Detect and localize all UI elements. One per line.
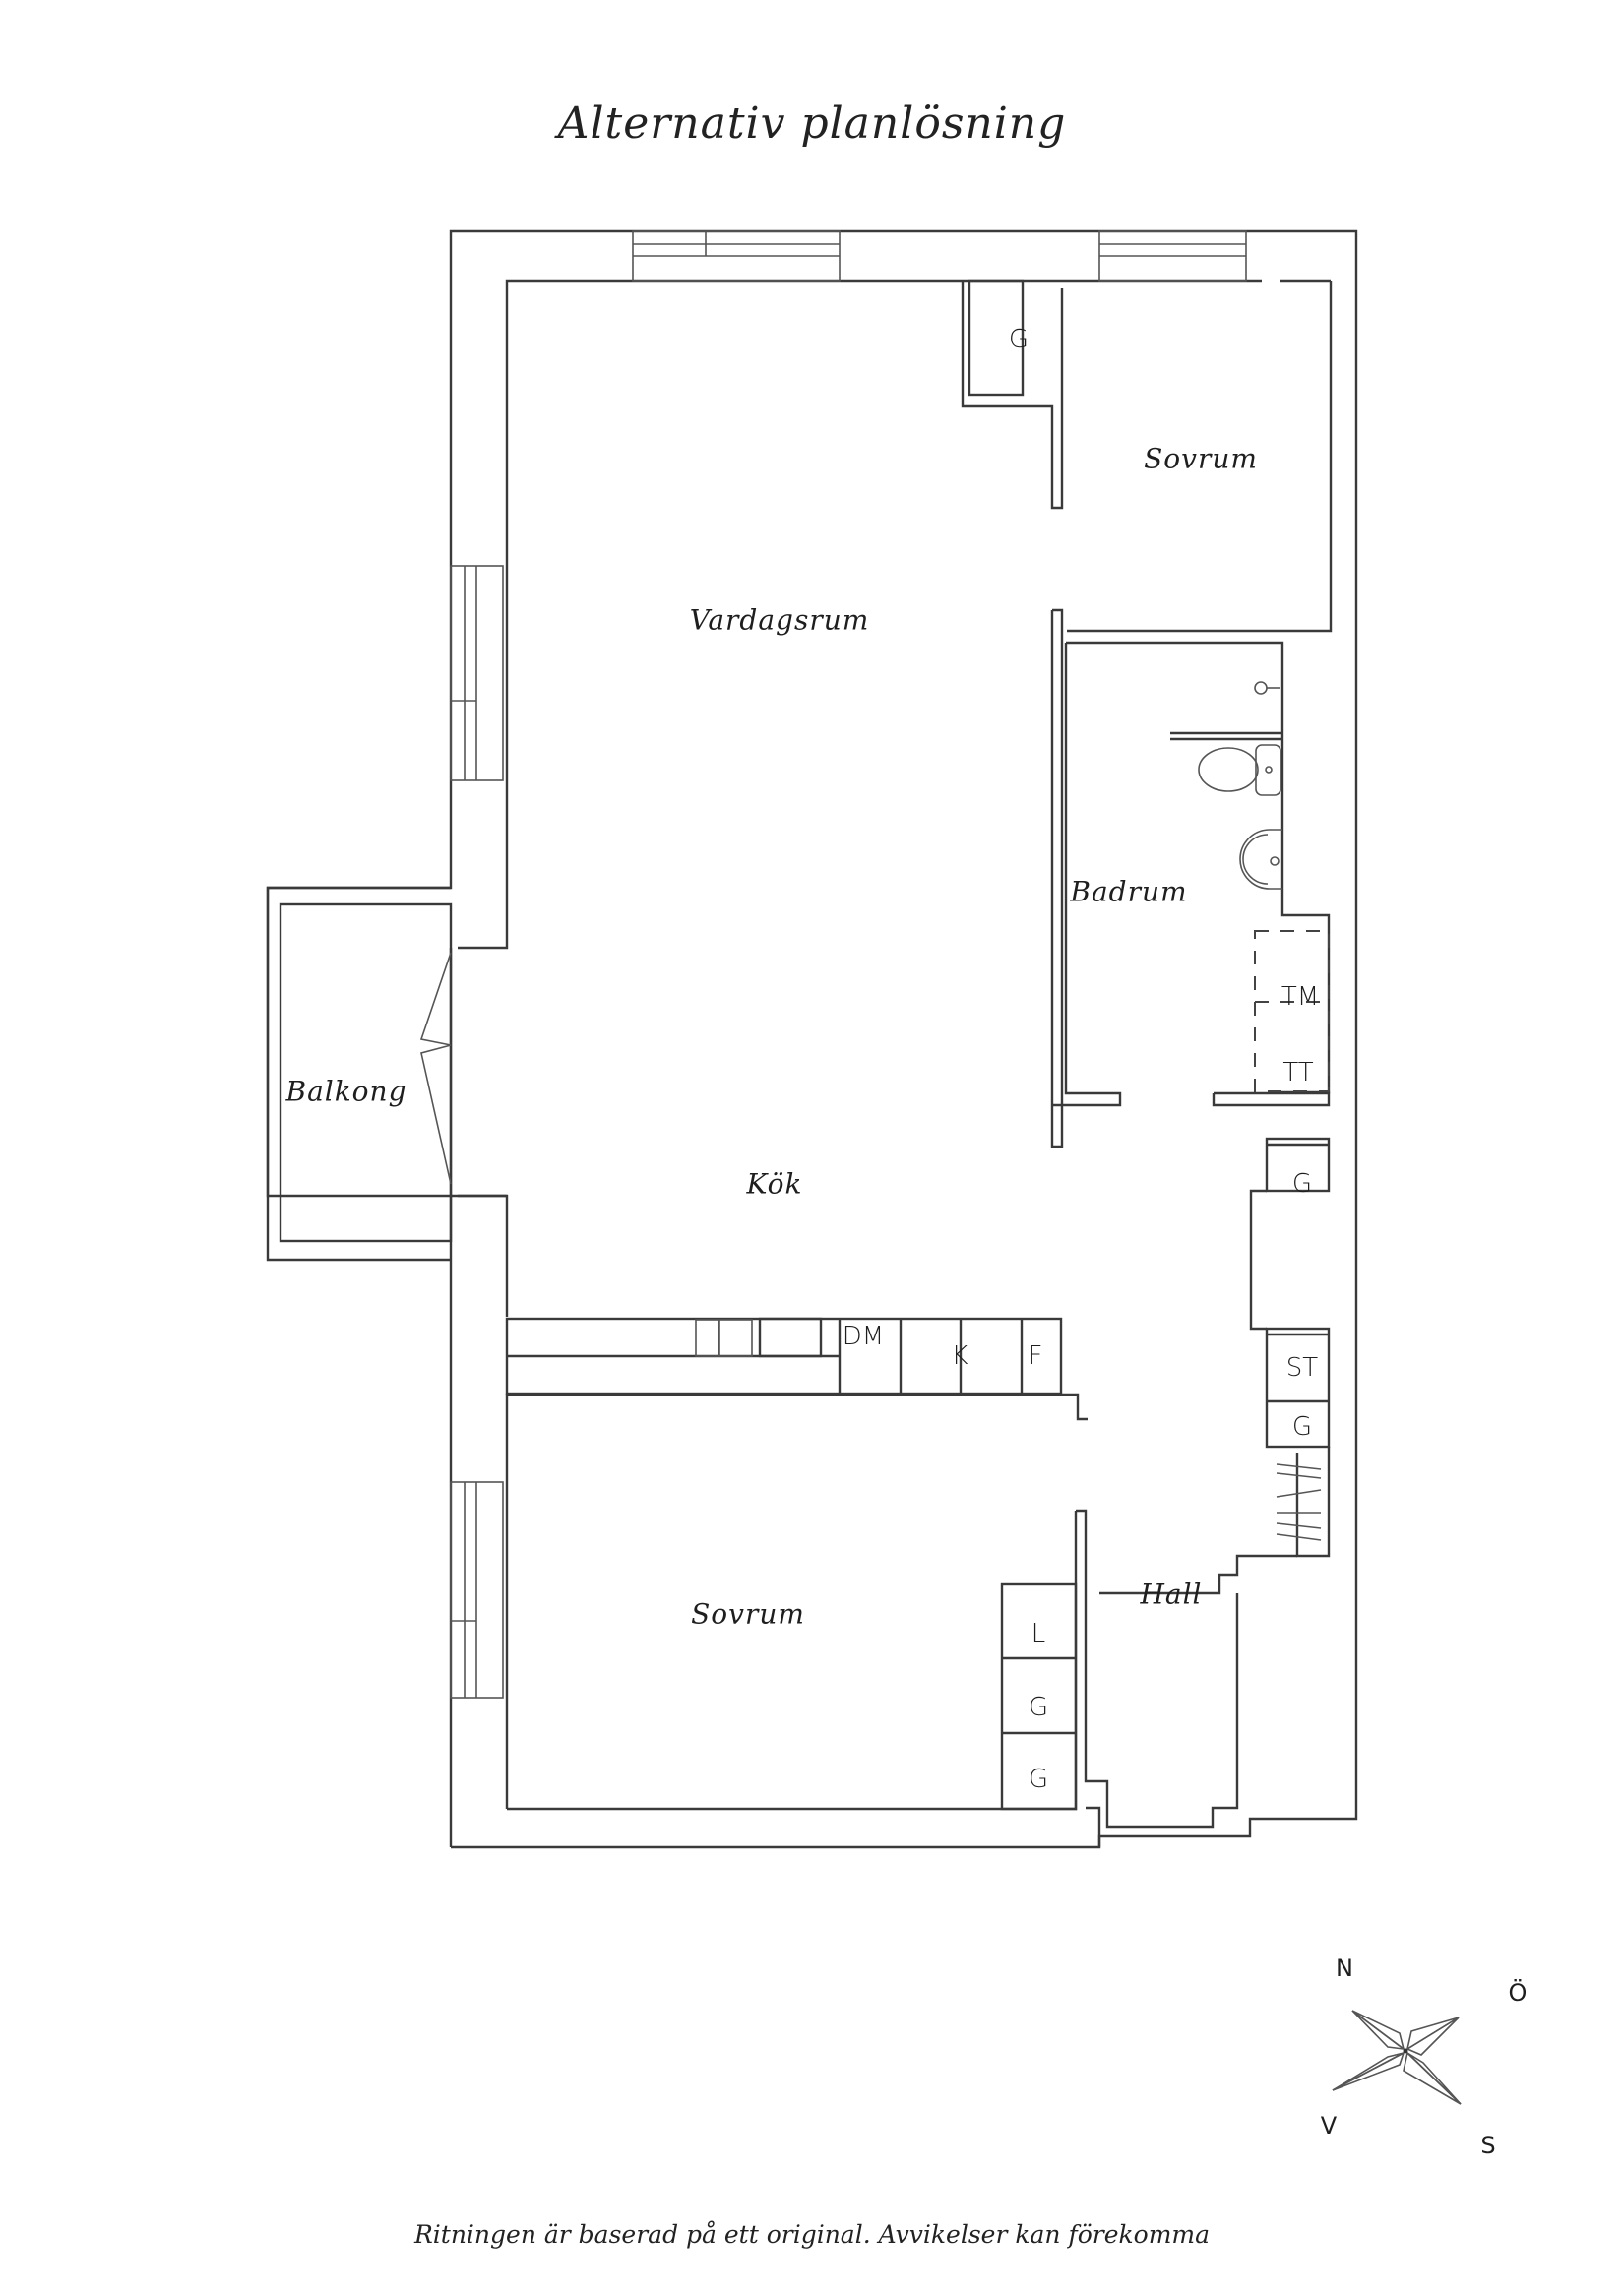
window-left-lower bbox=[450, 1481, 504, 1699]
room-label-sovrum-lower: Sovrum bbox=[691, 1597, 805, 1631]
window-left-upper bbox=[450, 565, 504, 781]
room-label-vardagsrum: Vardagsrum bbox=[689, 603, 870, 637]
plan-title: Alternativ planlösning bbox=[557, 98, 1067, 149]
balcony bbox=[266, 886, 507, 1262]
closet-label-g-hall-mid: G bbox=[1291, 1412, 1313, 1442]
room-label-badrum: Badrum bbox=[1070, 875, 1188, 908]
appliance-label-dm: DM bbox=[842, 1322, 885, 1351]
compass-label-north: N bbox=[1336, 1955, 1353, 1982]
disclaimer-caption: Ritningen är baserad på ett original. Av… bbox=[413, 2220, 1211, 2249]
closet-label-l: L bbox=[1031, 1619, 1046, 1648]
room-label-sovrum-upper: Sovrum bbox=[1144, 442, 1258, 475]
room-label-balkong: Balkong bbox=[285, 1075, 407, 1108]
bathroom-walls bbox=[1053, 641, 1331, 1107]
window-top-left bbox=[632, 230, 841, 282]
compass-label-west: V bbox=[1320, 2112, 1338, 2140]
appliance-label-k: K bbox=[951, 1341, 968, 1371]
closet-label-g-bed-2: G bbox=[1028, 1765, 1049, 1794]
kitchen-counter bbox=[505, 1317, 1063, 1396]
compass-rose-icon bbox=[1332, 2010, 1462, 2105]
lower-bedroom-walls bbox=[507, 1509, 1109, 1811]
compass-label-south: S bbox=[1480, 2132, 1496, 2159]
appliance-label-tm: TM bbox=[1280, 982, 1320, 1012]
appliance-label-tt: TT bbox=[1282, 1058, 1314, 1087]
appliance-label-f: F bbox=[1028, 1341, 1043, 1371]
closet-label-g-bed-1: G bbox=[1028, 1693, 1049, 1722]
room-label-hall: Hall bbox=[1140, 1578, 1203, 1611]
closet-label-st: ST bbox=[1285, 1353, 1319, 1383]
compass-label-east: Ö bbox=[1508, 1979, 1528, 2007]
closet-label-g-upper: G bbox=[1008, 325, 1030, 354]
hall-closets-right bbox=[1099, 1137, 1331, 1595]
window-top-right bbox=[1098, 230, 1247, 282]
room-label-kok: Kök bbox=[746, 1167, 803, 1201]
closet-label-g-hall-top: G bbox=[1291, 1169, 1313, 1199]
closet-upper bbox=[961, 279, 1064, 1148]
hall-entry bbox=[1086, 1593, 1239, 1847]
